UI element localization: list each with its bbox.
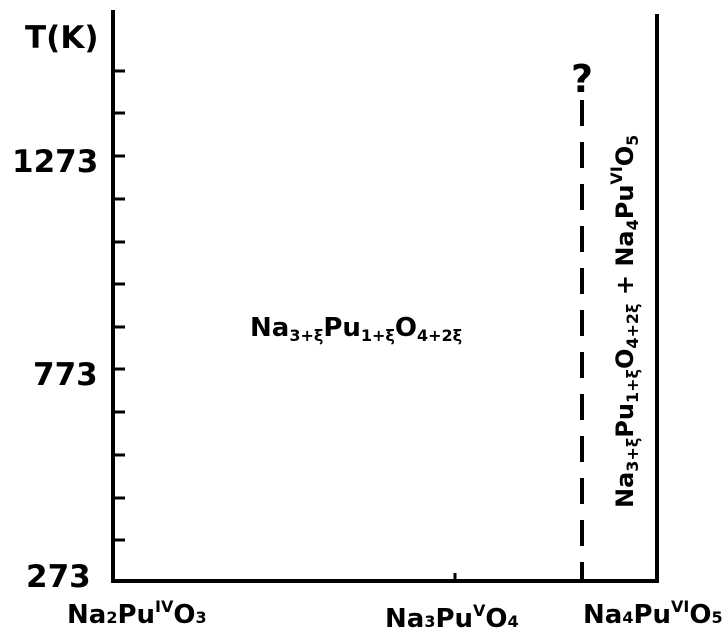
two-phase-label: Na3+ξPu1+ξO4+2ξ + Na4PuVIO5 — [607, 135, 642, 508]
x-label-na3puo4: Na3PuVO4 — [385, 601, 519, 632]
single-phase-label: Na3+ξPu1+ξO4+2ξ — [250, 313, 462, 345]
unknown-boundary-mark: ? — [571, 57, 593, 101]
x-label-na2puo3: Na2PuIVO3 — [67, 597, 207, 630]
y-tick-label-1273: 1273 — [12, 144, 98, 180]
x-label-na4puo5: Na4PuVIO5 — [583, 597, 723, 630]
y-tick-label-273: 273 — [26, 559, 91, 595]
y-axis-title: T(K) — [25, 20, 99, 56]
y-tick-label-773: 773 — [33, 357, 98, 393]
y-axis-ticks — [113, 69, 125, 542]
